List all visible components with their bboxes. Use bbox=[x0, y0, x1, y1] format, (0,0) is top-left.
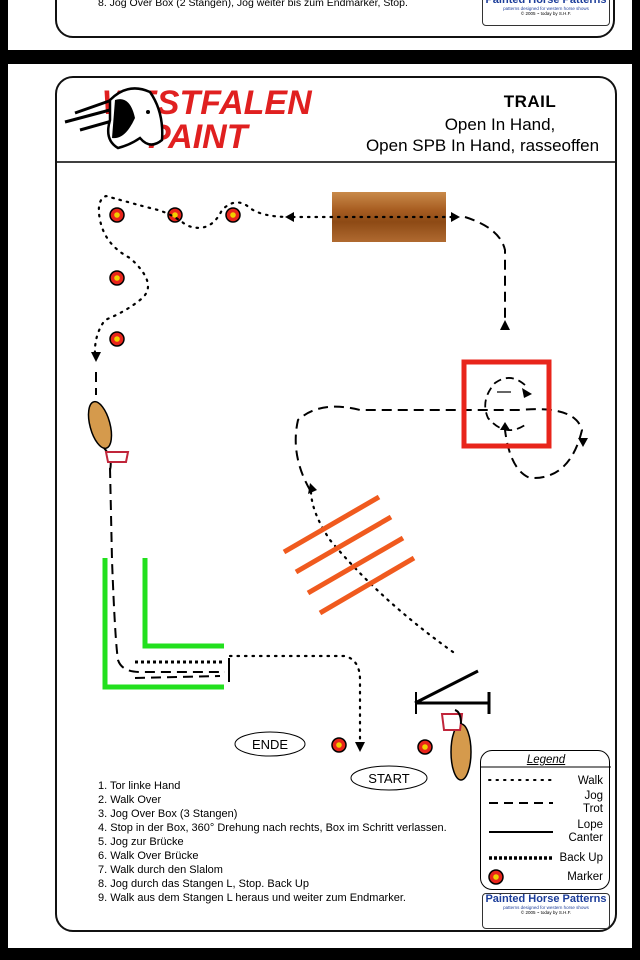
instruction-item: 3. Jog Over Box (3 Stangen) bbox=[98, 808, 238, 820]
ende-label: ENDE bbox=[252, 737, 288, 752]
horse-handler-icon bbox=[87, 400, 130, 471]
westfalen-paint-logo: WESTFALEN PAINT bbox=[64, 84, 318, 156]
marker-icon bbox=[331, 737, 347, 753]
legend-jog-line2: Trot bbox=[582, 802, 603, 815]
legend: Legend Walk Jog Trot Lope Canter Back Up… bbox=[480, 750, 611, 890]
walk-path-gate bbox=[309, 486, 455, 654]
gate-obstacle bbox=[414, 669, 491, 714]
marker-icon bbox=[109, 270, 125, 286]
marker-icon bbox=[109, 331, 125, 347]
horse-handler-icon bbox=[440, 709, 472, 781]
legend-lope-line2: Canter bbox=[568, 831, 603, 844]
pattern-title: TRAIL bbox=[503, 92, 557, 111]
marker-icon bbox=[109, 207, 125, 223]
previous-credit-line1: Painted Horse Patterns bbox=[485, 0, 607, 6]
ende-label-ellipse bbox=[234, 731, 306, 757]
legend-lope-label: Lope Canter bbox=[568, 819, 603, 844]
walk-path-exit-l bbox=[228, 654, 362, 747]
jog-path-l2 bbox=[134, 675, 221, 679]
credit-logo: Painted Horse Patterns patterns designed… bbox=[482, 893, 610, 929]
legend-marker-label: Marker bbox=[567, 871, 603, 883]
jog-path-to-l bbox=[109, 467, 225, 673]
horse-head-icon bbox=[64, 87, 164, 150]
instruction-item: 8. Jog durch das Stangen L, Stop. Back U… bbox=[98, 878, 309, 890]
instruction-item: 1. Tor linke Hand bbox=[98, 780, 181, 792]
previous-instruction-text: 8. Jog Over Box (2 Stangen), Jog weiter … bbox=[98, 0, 408, 9]
direction-arrows bbox=[91, 212, 588, 752]
instruction-item: 7. Walk durch den Slalom bbox=[98, 864, 223, 876]
instruction-item: 5. Jog zur Brücke bbox=[98, 836, 184, 848]
instruction-item: 9. Walk aus dem Stangen L heraus und wei… bbox=[98, 892, 406, 904]
legend-walk-label: Walk bbox=[577, 775, 603, 787]
pattern-class-line2: Open SPB In Hand, rasseoffen bbox=[365, 136, 600, 155]
legend-lope-line1: Lope bbox=[577, 819, 603, 831]
credit-line1: Painted Horse Patterns bbox=[485, 893, 607, 905]
legend-jog-line1: Jog bbox=[584, 790, 603, 802]
instruction-item: 4. Stop in der Box, 360° Drehung nach re… bbox=[98, 822, 447, 834]
walk-path-slalom bbox=[93, 194, 292, 357]
start-label: START bbox=[368, 771, 409, 786]
marker-icon bbox=[225, 207, 241, 223]
stangen-l-obstacle bbox=[102, 558, 224, 690]
jog-path-to-bridge bbox=[464, 216, 506, 330]
credit-line2: patterns designed for western horse show… bbox=[503, 905, 589, 910]
start-label-ellipse bbox=[350, 765, 428, 791]
previous-credit-line3: © 2005 ~ today by S.H.F. bbox=[520, 11, 572, 16]
instruction-item: 6. Walk Over Brücke bbox=[98, 850, 199, 862]
instruction-list: 1. Tor linke Hand 2. Walk Over 3. Jog Ov… bbox=[98, 779, 468, 905]
jog-over-poles bbox=[282, 494, 416, 616]
marker-icon bbox=[417, 739, 433, 755]
pattern-class-line1: Open In Hand, bbox=[444, 115, 556, 134]
instruction-item: 2. Walk Over bbox=[98, 794, 162, 806]
previous-credit-line2: patterns designed for western horse show… bbox=[503, 6, 589, 11]
logo-line2: PAINT bbox=[148, 118, 251, 156]
legend-backup-label: Back Up bbox=[559, 852, 603, 864]
box-obstacle bbox=[461, 359, 552, 449]
legend-jog-label: Jog Trot bbox=[583, 790, 603, 815]
credit-line3: © 2005 ~ today by S.H.F. bbox=[520, 910, 572, 915]
previous-credit-logo: Painted Horse Patterns patterns designed… bbox=[482, 0, 610, 26]
running-horse-icon bbox=[278, 118, 318, 142]
legend-title: Legend bbox=[526, 754, 566, 766]
jog-path-box bbox=[294, 405, 584, 491]
